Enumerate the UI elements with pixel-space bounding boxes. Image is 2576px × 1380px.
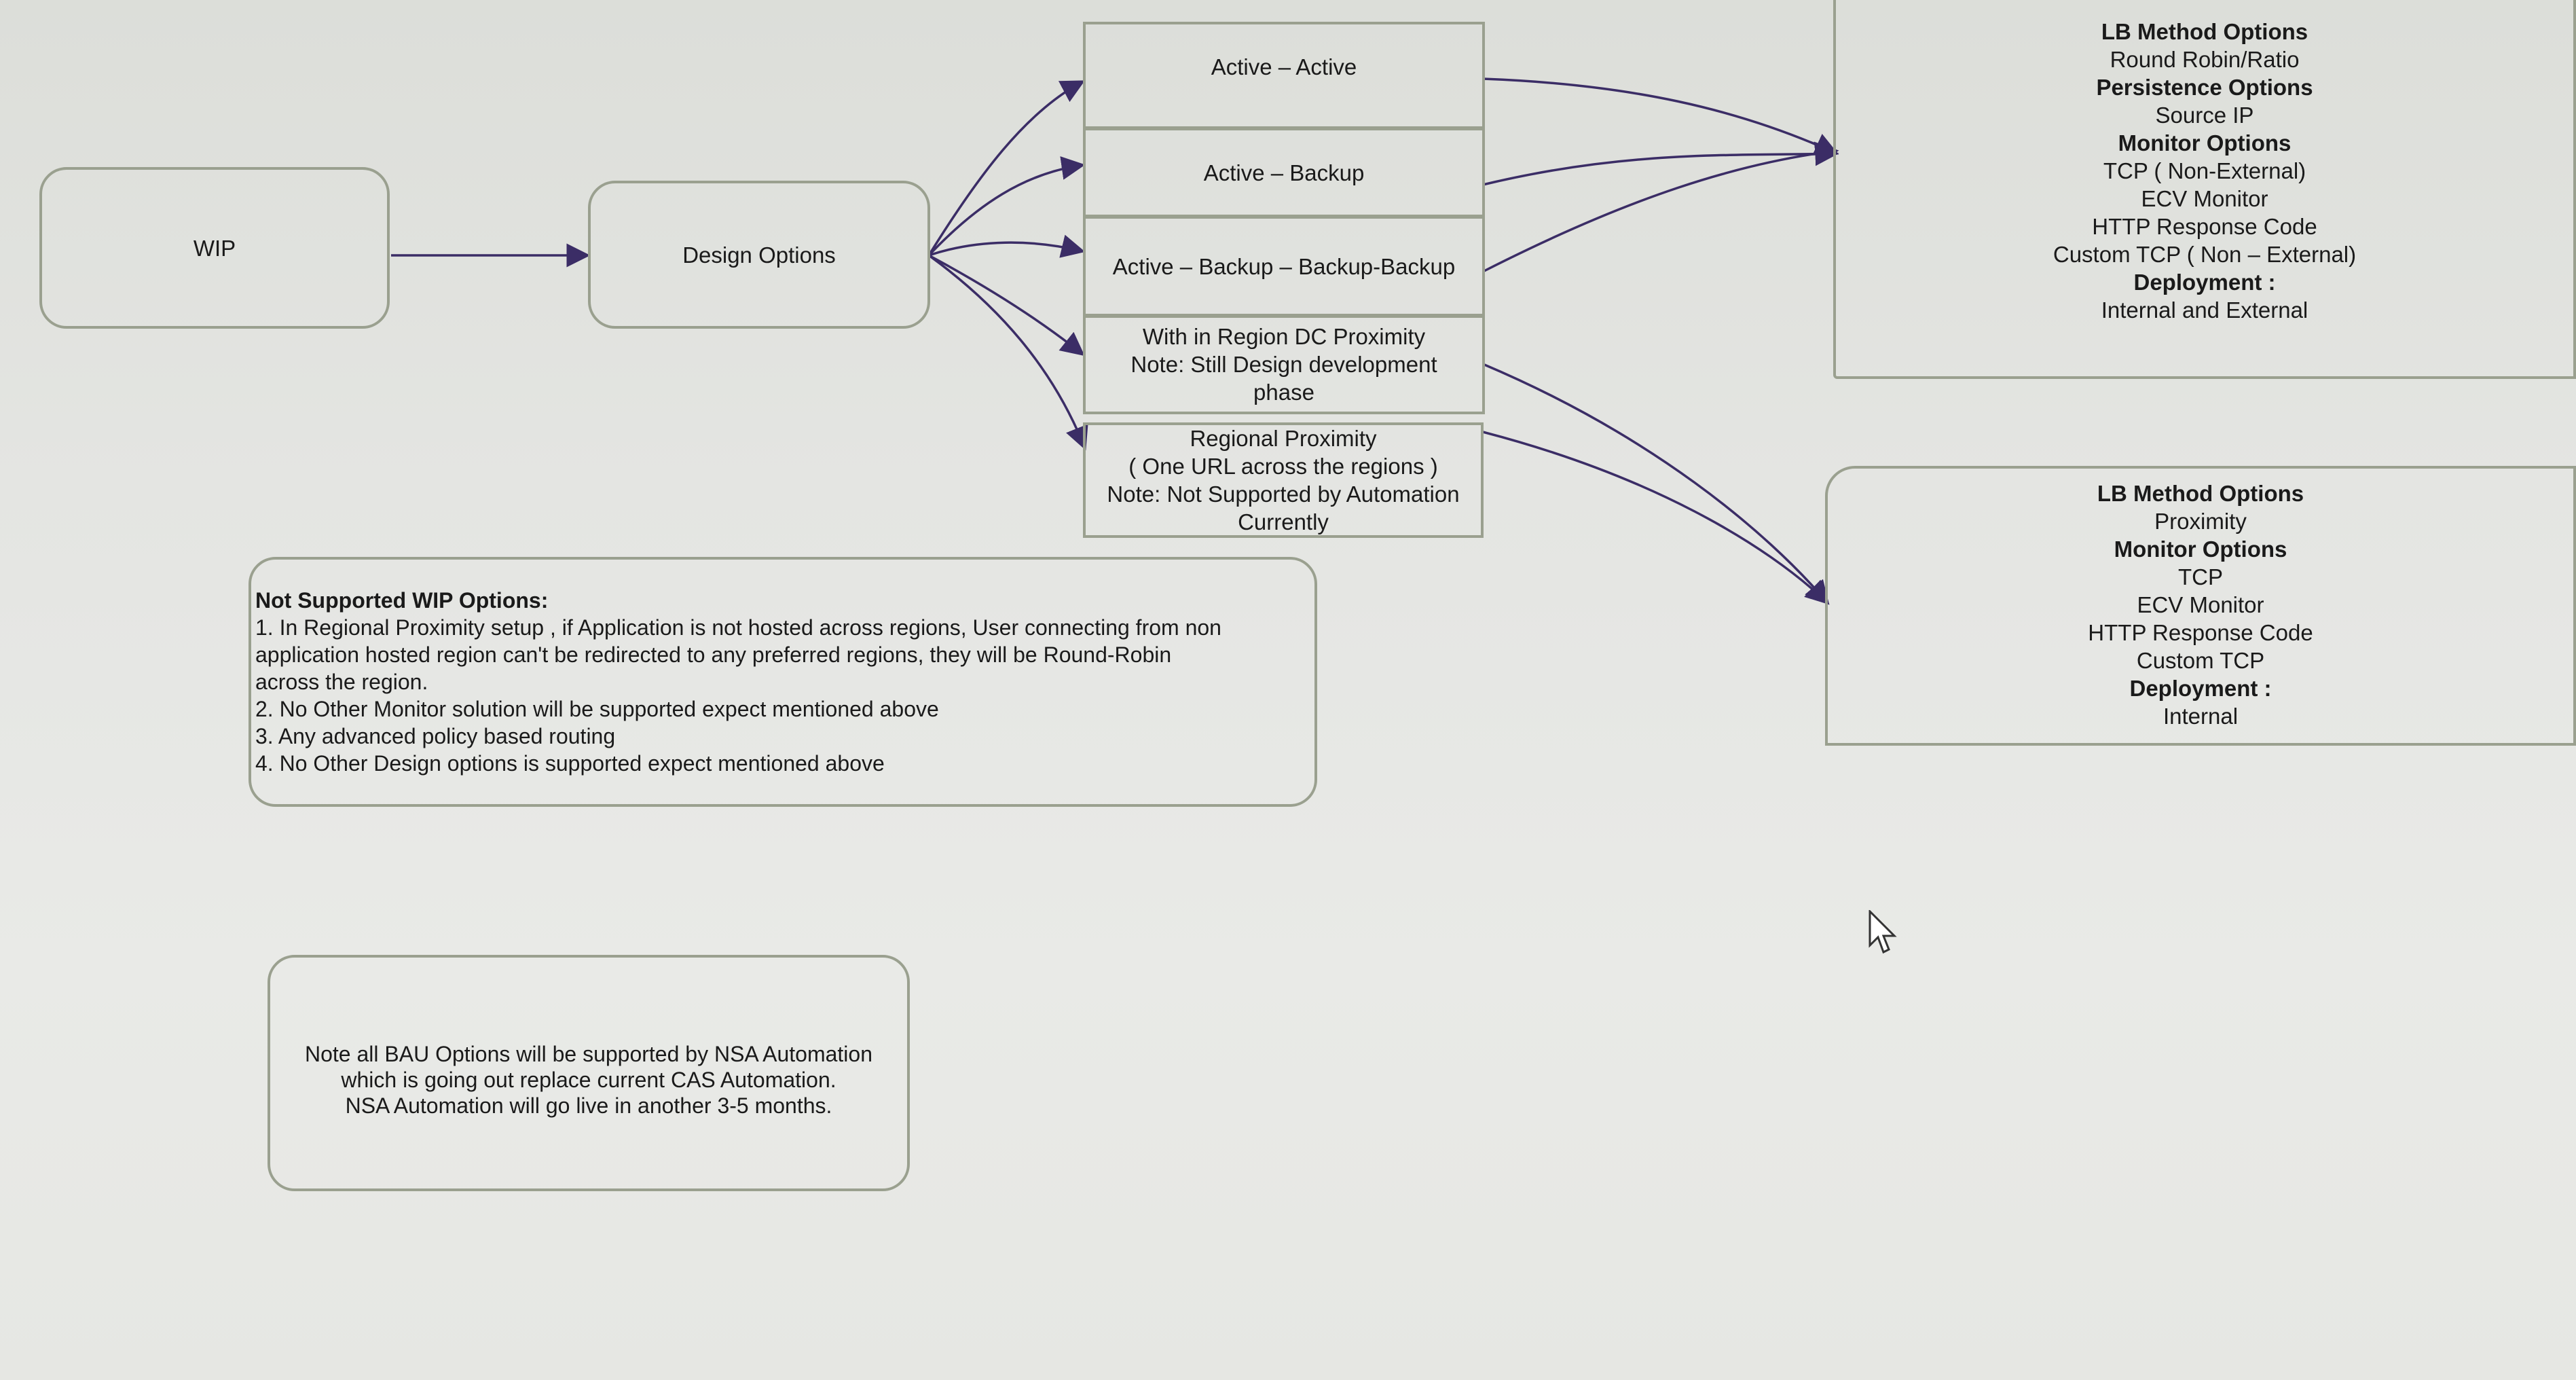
panel-line: HTTP Response Code [2092, 214, 2317, 239]
panel-line: Custom TCP [2136, 648, 2265, 673]
wip-label: WIP [193, 235, 236, 261]
wip-node[interactable]: WIP [39, 167, 390, 329]
design-options-node[interactable]: Design Options [588, 181, 930, 329]
panel-line: Custom TCP ( Non – External) [2053, 242, 2357, 267]
option-label: Active – Active [1211, 54, 1357, 79]
bau-line: NSA Automation will go live in another 3… [345, 1093, 832, 1118]
panel-line: Proximity [2154, 509, 2247, 534]
mouse-cursor-icon [1869, 910, 1897, 954]
option-line: phase [1253, 379, 1314, 405]
option-label: Active – Backup – Backup-Backup [1112, 253, 1456, 279]
notes-line: across the region. [255, 670, 428, 694]
panel-top-options[interactable]: LB Method Options Round Robin/Ratio Pers… [1833, 0, 2576, 379]
panel-line: TCP [2178, 564, 2223, 589]
arrow-backup-backup-to-panel-top [1482, 141, 1839, 273]
panel-line: Monitor Options [2118, 130, 2292, 156]
arrow-regional-proximity-to-panel-bottom [1482, 431, 1830, 605]
panel-line: HTTP Response Code [2088, 620, 2313, 645]
option-active-active[interactable]: Active – Active [1083, 22, 1485, 130]
option-line: ( One URL across the regions ) [1128, 454, 1438, 479]
arrow-design-to-active-backup [927, 156, 1086, 257]
notes-line: application hosted region can't be redir… [255, 642, 1172, 667]
bau-line: which is going out replace current CAS A… [341, 1068, 836, 1092]
bau-note[interactable]: Note all BAU Options will be supported b… [268, 955, 910, 1191]
option-regional-proximity[interactable]: Regional Proximity ( One URL across the … [1083, 422, 1484, 538]
panel-line: Internal and External [2101, 297, 2308, 323]
option-line: Currently [1238, 509, 1329, 534]
arrow-design-to-active-active [927, 80, 1086, 256]
option-line: Regional Proximity [1190, 426, 1377, 451]
arrow-dc-proximity-to-panel-bottom [1482, 363, 1830, 605]
panel-line: ECV Monitor [2137, 592, 2264, 617]
option-active-backup[interactable]: Active – Backup [1083, 126, 1485, 219]
option-line: Note: Still Design development [1130, 351, 1437, 377]
notes-line: 1. In Regional Proximity setup , if Appl… [255, 615, 1221, 640]
panel-line: Round Robin/Ratio [2110, 47, 2300, 72]
panel-line: TCP ( Non-External) [2103, 158, 2306, 183]
panel-bottom-options[interactable]: LB Method Options Proximity Monitor Opti… [1825, 466, 2576, 746]
panel-line: Source IP [2155, 103, 2254, 128]
notes-title: Not Supported WIP Options: [255, 588, 549, 613]
arrow-design-to-backup-backup [928, 234, 1086, 258]
design-options-label: Design Options [682, 242, 836, 268]
arrow-design-to-regional-proximity [927, 254, 1088, 451]
arrow-design-to-dc-proximity [928, 254, 1085, 357]
arrow-active-active-to-panel-top [1482, 77, 1839, 156]
option-dc-proximity[interactable]: With in Region DC Proximity Note: Still … [1083, 314, 1485, 414]
not-supported-notes[interactable]: Not Supported WIP Options: 1. In Regiona… [249, 557, 1317, 807]
panel-line: Monitor Options [2114, 537, 2287, 562]
option-line: With in Region DC Proximity [1142, 323, 1426, 349]
panel-line: Deployment : [2133, 270, 2276, 295]
panel-line: Internal [2163, 704, 2239, 729]
panel-line: LB Method Options [2097, 481, 2304, 506]
option-active-backup-backup[interactable]: Active – Backup – Backup-Backup [1083, 215, 1485, 318]
panel-line: LB Method Options [2101, 19, 2308, 44]
option-line: Note: Not Supported by Automation [1107, 482, 1460, 507]
option-label: Active – Backup [1203, 160, 1365, 185]
notes-line: 2. No Other Monitor solution will be sup… [255, 697, 939, 721]
notes-line: 3. Any advanced policy based routing [255, 724, 616, 748]
panel-line: Persistence Options [2096, 75, 2313, 100]
bau-line: Note all BAU Options will be supported b… [305, 1042, 872, 1066]
panel-line: Deployment : [2129, 676, 2272, 701]
panel-line: ECV Monitor [2141, 186, 2268, 211]
notes-line: 4. No Other Design options is supported … [255, 751, 885, 776]
arrow-active-backup-to-panel-top [1482, 142, 1839, 186]
